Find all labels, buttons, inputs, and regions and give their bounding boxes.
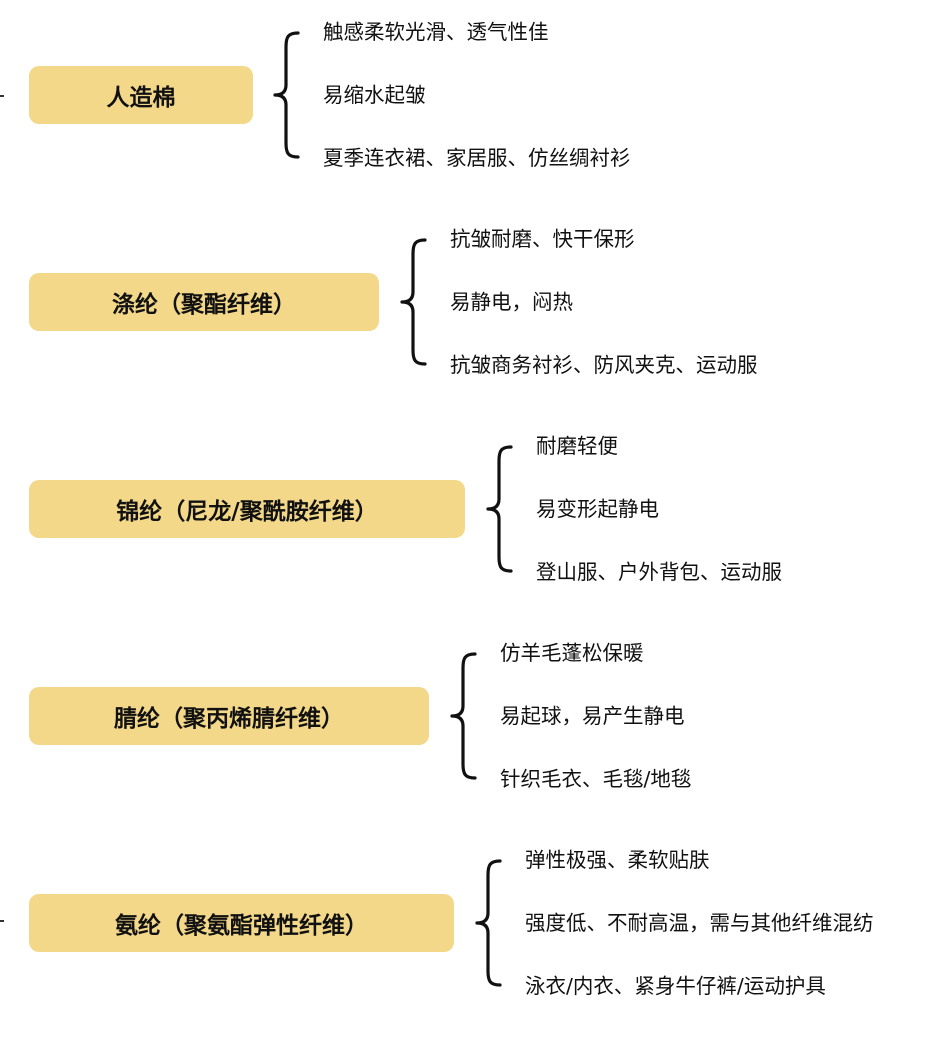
fiber-usage: 针织毛衣、毛毯/地毯 [500, 767, 692, 791]
fiber-feature: 仿羊毛蓬松保暖 [500, 641, 644, 665]
fiber-drawback: 易缩水起皱 [323, 83, 426, 107]
fiber-node-polyester: 涤纶（聚酯纤维） [29, 273, 379, 331]
fiber-usage: 抗皱商务衬衫、防风夹克、运动服 [450, 353, 758, 377]
connector-stub [0, 920, 4, 922]
fiber-node-acrylic: 腈纶（聚丙烯腈纤维） [29, 687, 429, 745]
brace-connector [450, 652, 477, 780]
fiber-node-nylon: 锦纶（尼龙/聚酰胺纤维） [29, 480, 465, 538]
fiber-node-rayon: 人造棉 [29, 66, 253, 124]
fiber-drawback: 易变形起静电 [536, 497, 659, 521]
fiber-drawback: 强度低、不耐高温，需与其他纤维混纺 [525, 911, 874, 935]
fiber-drawback: 易静电，闷热 [450, 290, 573, 314]
brace-connector [475, 859, 502, 987]
fiber-feature: 弹性极强、柔软贴肤 [525, 848, 710, 872]
fiber-feature: 耐磨轻便 [536, 434, 618, 458]
brace-connector [273, 31, 300, 159]
brace-connector [486, 445, 513, 573]
fiber-drawback: 易起球，易产生静电 [500, 704, 685, 728]
brace-connector [400, 238, 427, 366]
fiber-feature: 抗皱耐磨、快干保形 [450, 227, 635, 251]
connector-stub [0, 95, 4, 97]
fiber-usage: 泳衣/内衣、紧身牛仔裤/运动护具 [525, 974, 826, 998]
fiber-usage: 登山服、户外背包、运动服 [536, 560, 782, 584]
fiber-usage: 夏季连衣裙、家居服、仿丝绸衬衫 [323, 146, 631, 170]
fiber-node-spandex: 氨纶（聚氨酯弹性纤维） [29, 894, 454, 952]
fiber-feature: 触感柔软光滑、透气性佳 [323, 20, 549, 44]
